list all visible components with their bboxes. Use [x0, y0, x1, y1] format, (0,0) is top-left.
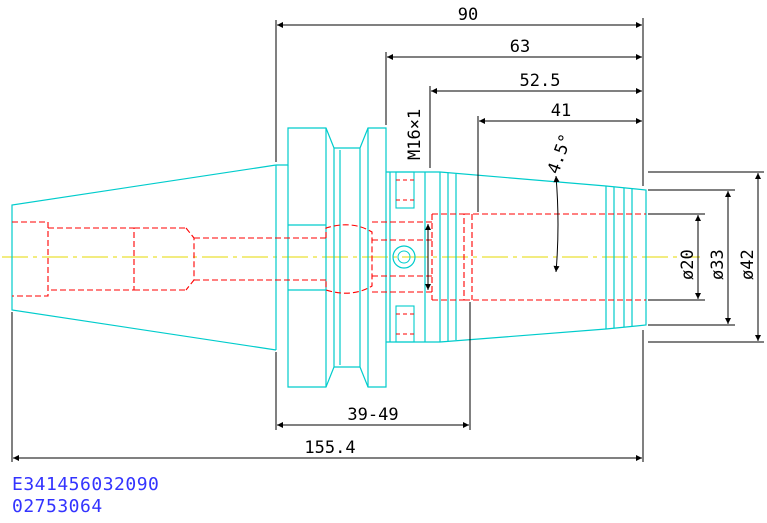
dim-63: 63 [510, 37, 530, 57]
set-screws [395, 171, 415, 343]
taper-angle-arc [553, 175, 560, 273]
dim-taper-angle: 4.5° [544, 131, 577, 176]
part-number: 02753064 [12, 496, 103, 517]
dim-39-49: 39-49 [347, 405, 398, 425]
dim-dia33: ø33 [708, 249, 728, 280]
cross-hole [392, 245, 416, 269]
dim-41: 41 [551, 101, 571, 121]
dim-dia42: ø42 [738, 249, 758, 280]
dim-90: 90 [458, 5, 478, 25]
hidden-lines [12, 213, 646, 301]
dimension-lines [11, 18, 764, 462]
dim-52-5: 52.5 [520, 71, 561, 91]
taper-shank [11, 164, 277, 351]
part-code: E341456032090 [12, 474, 160, 495]
dim-155-4: 155.4 [304, 438, 355, 458]
dim-thread: M16×1 [405, 109, 425, 160]
taper-nose [439, 171, 647, 343]
dim-dia20: ø20 [678, 249, 698, 280]
